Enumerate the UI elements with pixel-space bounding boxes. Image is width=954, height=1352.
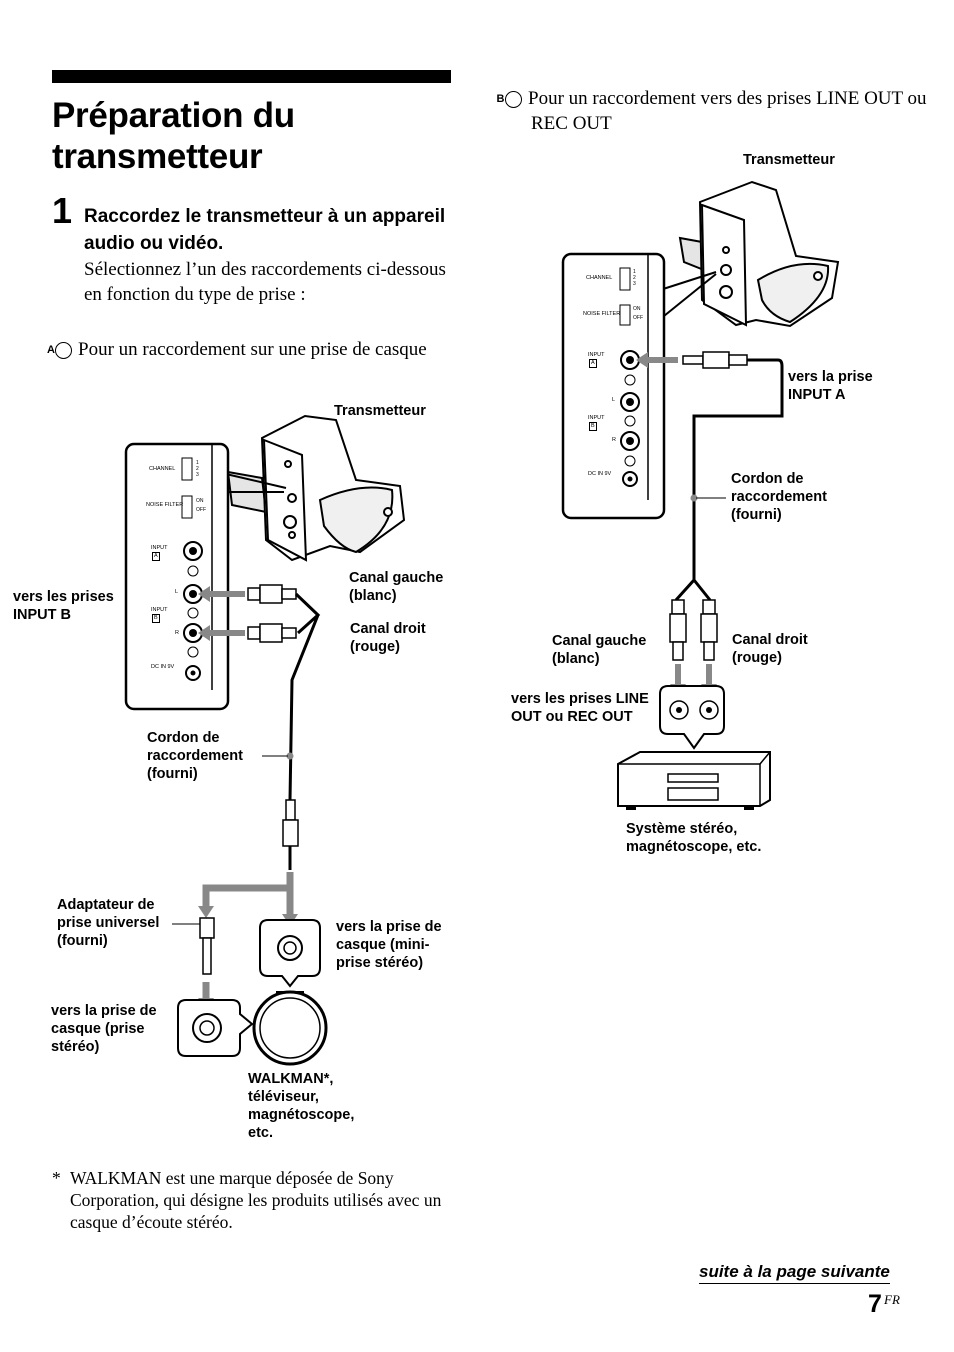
right-channel-b-label: Canal droit(rouge) [732,632,808,666]
option-a-text: Pour un raccordement sur une prise de ca… [78,339,427,360]
panel-b-channel-2: 2 [633,275,636,281]
page-title: Préparation du transmetteur [52,96,295,176]
panel-a-input: INPUT [151,545,168,551]
panel-a-channel-3: 3 [196,472,199,478]
panel-b-left: L [612,397,616,403]
panel-a-dc-in: DC IN 9V [151,664,175,670]
transmitter-b-image [678,180,840,328]
title-rule [52,70,451,83]
panel-a-noise-filter: NOISE FILTER [146,502,184,508]
panel-b-input-2: INPUT [588,415,605,421]
panel-a-right: R [175,630,179,636]
option-b-text: Pour un raccordement vers des prises LIN… [528,88,927,134]
panel-b-off: OFF [633,315,643,321]
panel-a-input-b: B [152,614,160,623]
panel-b-channel-1: 1 [633,269,636,275]
right-channel-a-label: Canal droit(rouge) [350,621,426,655]
transmitter-a-label: Transmetteur [334,403,426,419]
panel-a-off: OFF [196,507,206,513]
panel-b-input: INPUT [588,352,605,358]
footnote-text: WALKMAN est une marque déposée de Sony C… [70,1168,442,1232]
panel-b-channel-3: 3 [633,281,636,287]
left-channel-a-label: Canal gauche(blanc) [349,570,444,604]
panel-a-on: ON [196,498,204,504]
step-heading: Raccordez le transmetteur à un appareil … [84,206,446,254]
circled-a-marker: A [47,342,72,359]
panel-b-channel: CHANNEL [586,275,613,281]
panel-b [561,252,666,520]
devices-label: WALKMAN*,téléviseur,magnétoscope,etc. [248,1071,355,1141]
option-b: B Pour un raccordement vers des prises LI… [497,86,931,136]
panel-b-right: R [612,437,616,443]
step-body: Sélectionnez l’un des raccordements ci-d… [84,259,446,305]
panel-a-channel-2: 2 [196,466,199,472]
footnote-star: * [52,1168,61,1188]
panel-b-noise-filter: NOISE FILTER [583,311,621,317]
footnote: * WALKMAN est une marque déposée de Sony… [52,1167,452,1233]
panel-b-input-a: A [589,359,597,368]
circled-b-marker: B [497,91,522,108]
panel-a [124,442,230,711]
panel-b-input-b: B [589,422,597,431]
panel-a-input-2: INPUT [151,607,168,613]
panel-b-dc-in: DC IN 9V [588,471,612,477]
panel-a-channel-1: 1 [196,460,199,466]
panel-a-left: L [175,589,179,595]
page-number: 7 [868,1290,882,1318]
transmitter-b-label: Transmetteur [743,152,835,168]
panel-a-channel: CHANNEL [149,466,176,472]
panel-b-on: ON [633,306,641,312]
page-language-suffix: FR [884,1292,900,1307]
left-channel-b-label: Canal gauche(blanc) [552,633,647,667]
step-number: 1 [52,190,73,231]
option-a: A Pour un raccordement sur une prise de c… [47,337,470,362]
stereo-system-label: Système stéréo,magnétoscope, etc. [626,821,762,855]
continued-link: suite à la page suivante [699,1262,890,1284]
panel-a-input-a: A [152,552,160,561]
